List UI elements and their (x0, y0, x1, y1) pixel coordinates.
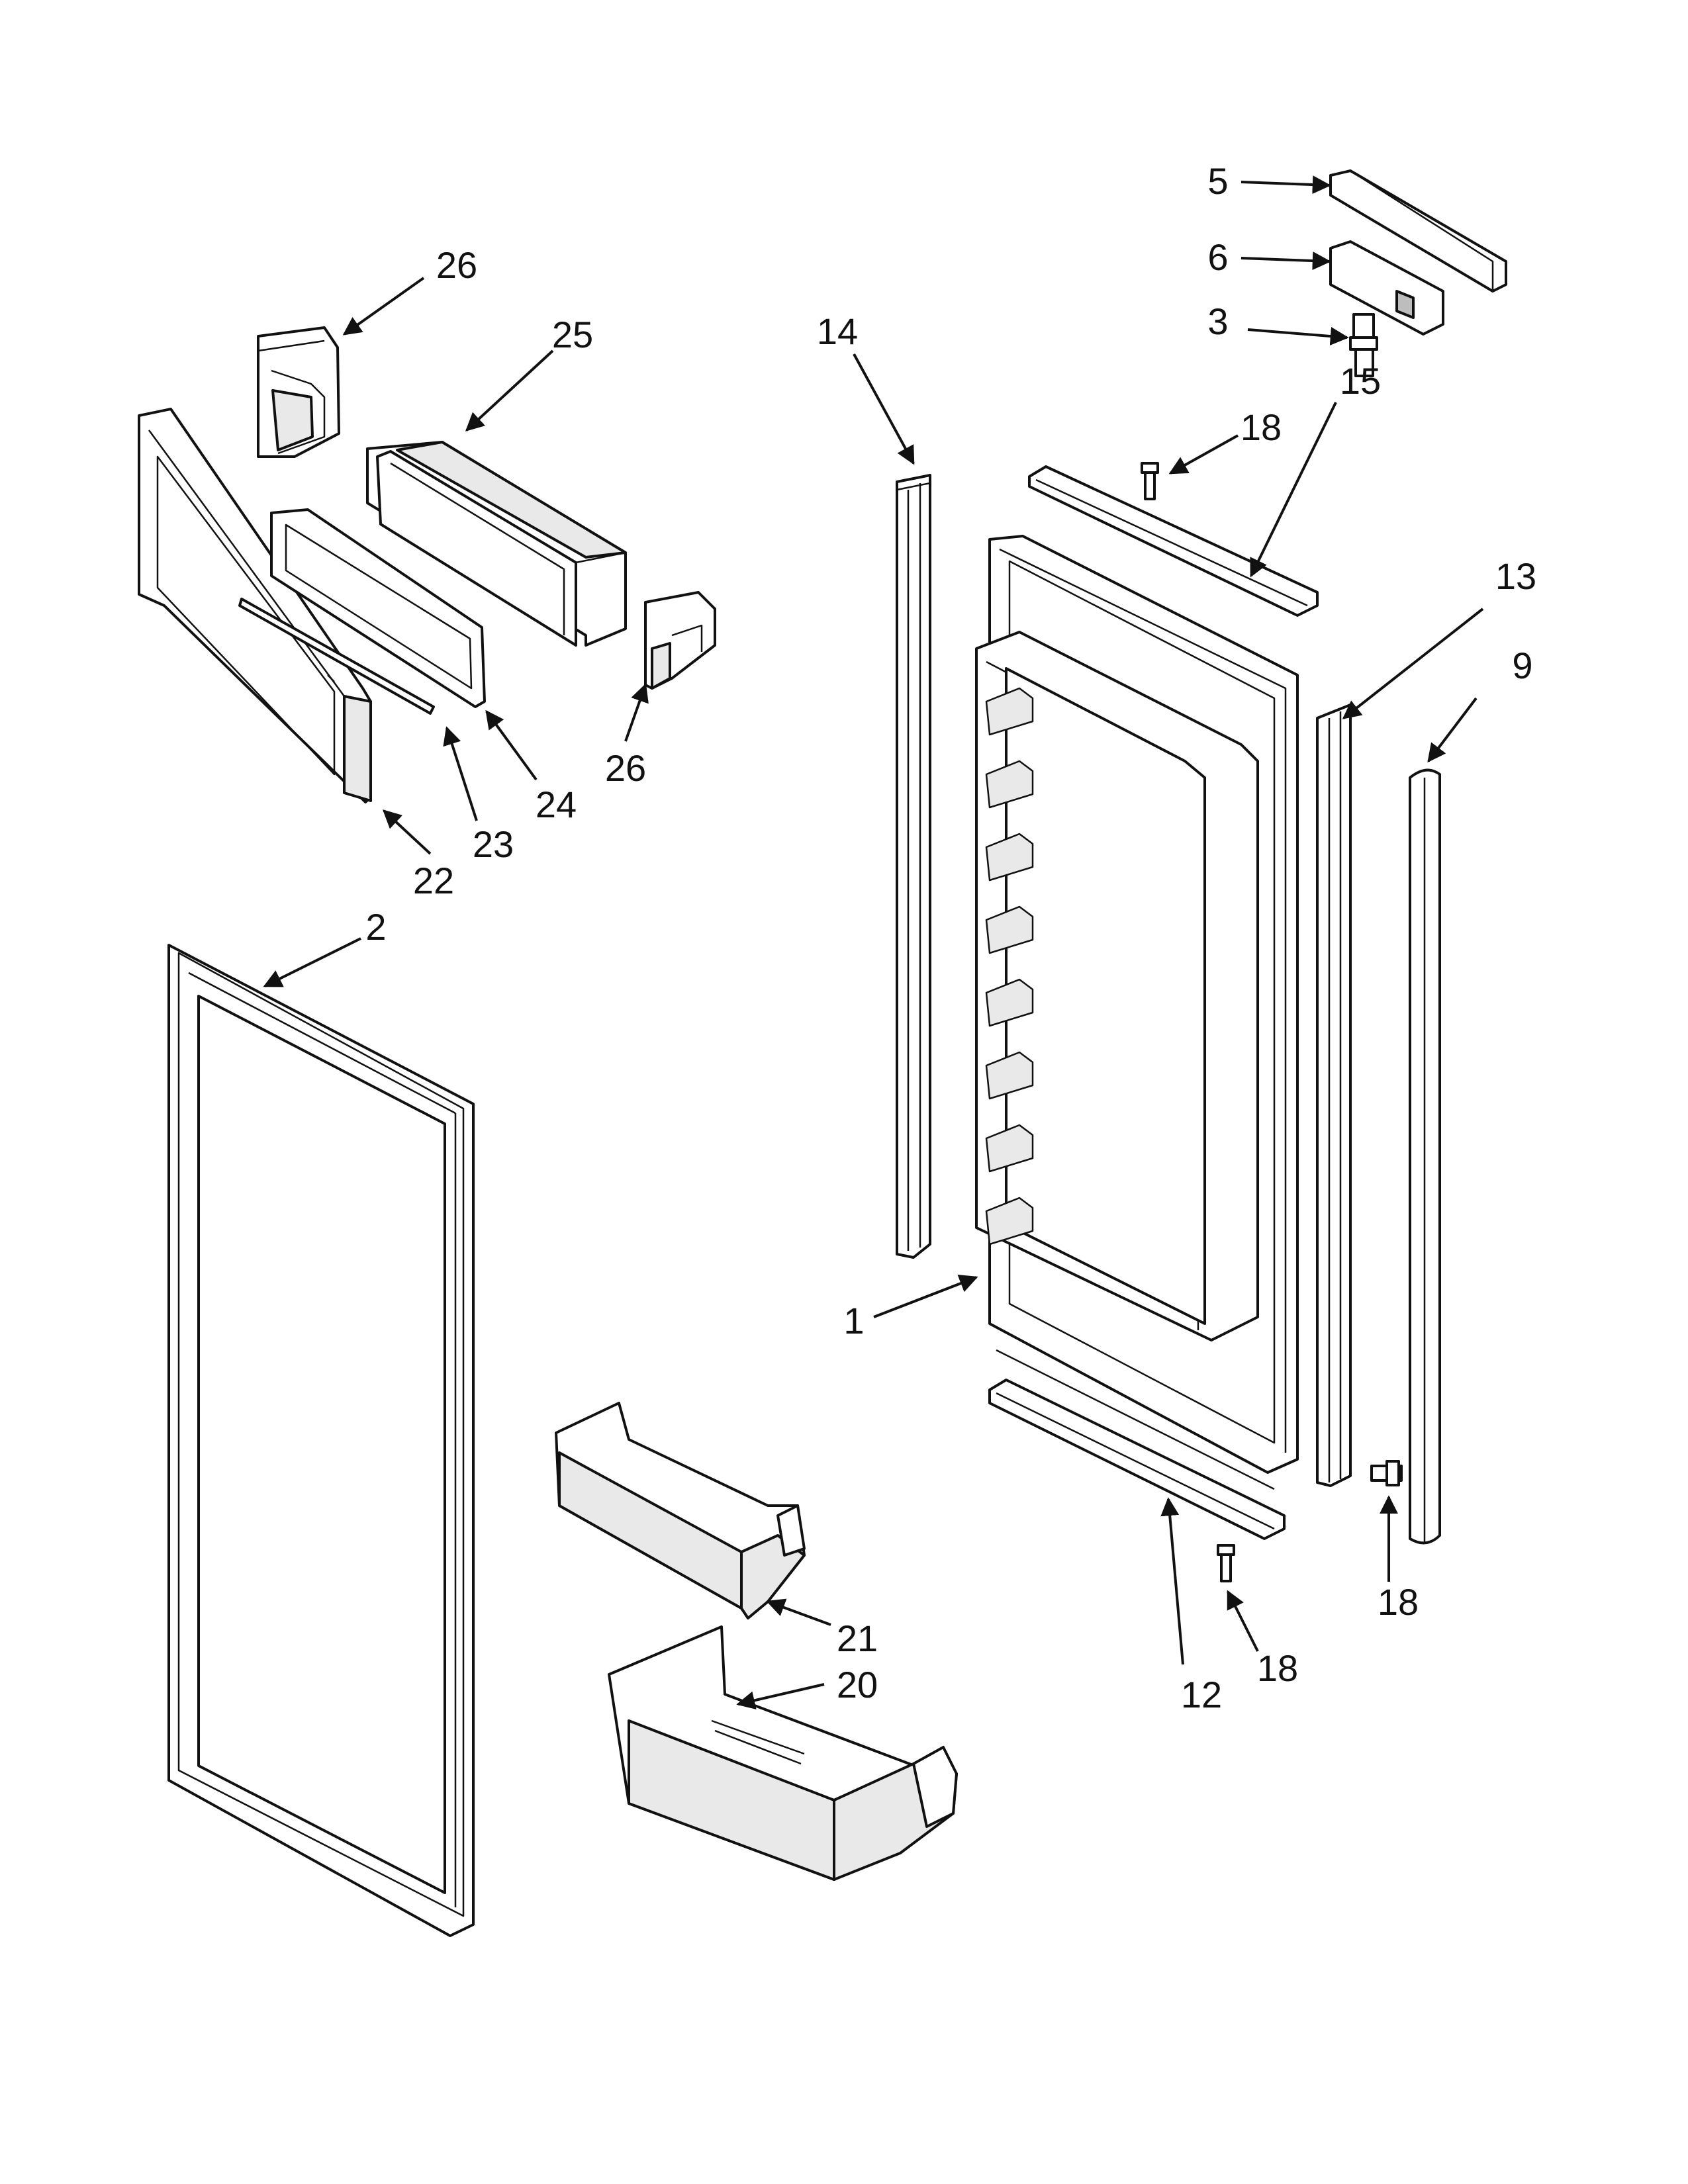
callout-18-top: 18 (1241, 406, 1282, 448)
bracket-lower-part (644, 591, 716, 690)
switch-housing-part (1329, 240, 1444, 336)
screw-bottom-part (1217, 1544, 1235, 1582)
vertical-trim-left-part (896, 474, 931, 1259)
top-bar-part (1329, 169, 1507, 293)
callout-labels: 1 2 3 5 6 9 12 13 14 15 18 18 18 18 20 2… (365, 160, 1536, 1715)
screw-top-part (1141, 462, 1159, 500)
handle-trim-part (1409, 768, 1441, 1545)
bottom-channel-part (988, 1349, 1286, 1540)
callout-25: 25 (552, 314, 593, 355)
large-door-bin-part (608, 1625, 958, 1881)
callout-22: 22 (413, 860, 454, 901)
callout-26-lower: 26 (605, 747, 646, 789)
screw-right-part (1370, 1460, 1403, 1486)
callout-6: 6 (1207, 236, 1228, 278)
vertical-trim-right-part (1316, 704, 1352, 1487)
strip-part (238, 598, 435, 715)
callout-12: 12 (1181, 1674, 1222, 1715)
shelf-ridges (985, 687, 1034, 1246)
hinge-pin-part (1349, 313, 1378, 377)
crisper-frame-part (270, 508, 486, 708)
callout-23: 23 (473, 823, 514, 865)
callout-14: 14 (817, 310, 858, 352)
callout-9: 9 (1512, 645, 1532, 686)
leader-lines (263, 175, 1484, 1709)
door-gasket-part (167, 944, 475, 1937)
callout-21: 21 (837, 1617, 878, 1659)
callout-5: 5 (1207, 160, 1228, 202)
crisper-pan-part (366, 441, 627, 647)
callout-18-right: 18 (1378, 1581, 1419, 1623)
callout-24: 24 (536, 784, 577, 825)
callout-3: 3 (1207, 300, 1228, 342)
callout-26-upper: 26 (436, 244, 477, 286)
door-liner-part (975, 535, 1299, 1474)
callout-1: 1 (843, 1300, 864, 1342)
top-channel-part (1028, 465, 1319, 617)
bracket-upper-part (257, 326, 340, 458)
callout-15: 15 (1340, 360, 1381, 402)
callout-18-bottom: 18 (1257, 1647, 1298, 1689)
small-door-bin-part (555, 1402, 806, 1619)
callout-2: 2 (365, 906, 386, 948)
callout-13: 13 (1495, 555, 1536, 597)
callout-20: 20 (837, 1664, 878, 1706)
